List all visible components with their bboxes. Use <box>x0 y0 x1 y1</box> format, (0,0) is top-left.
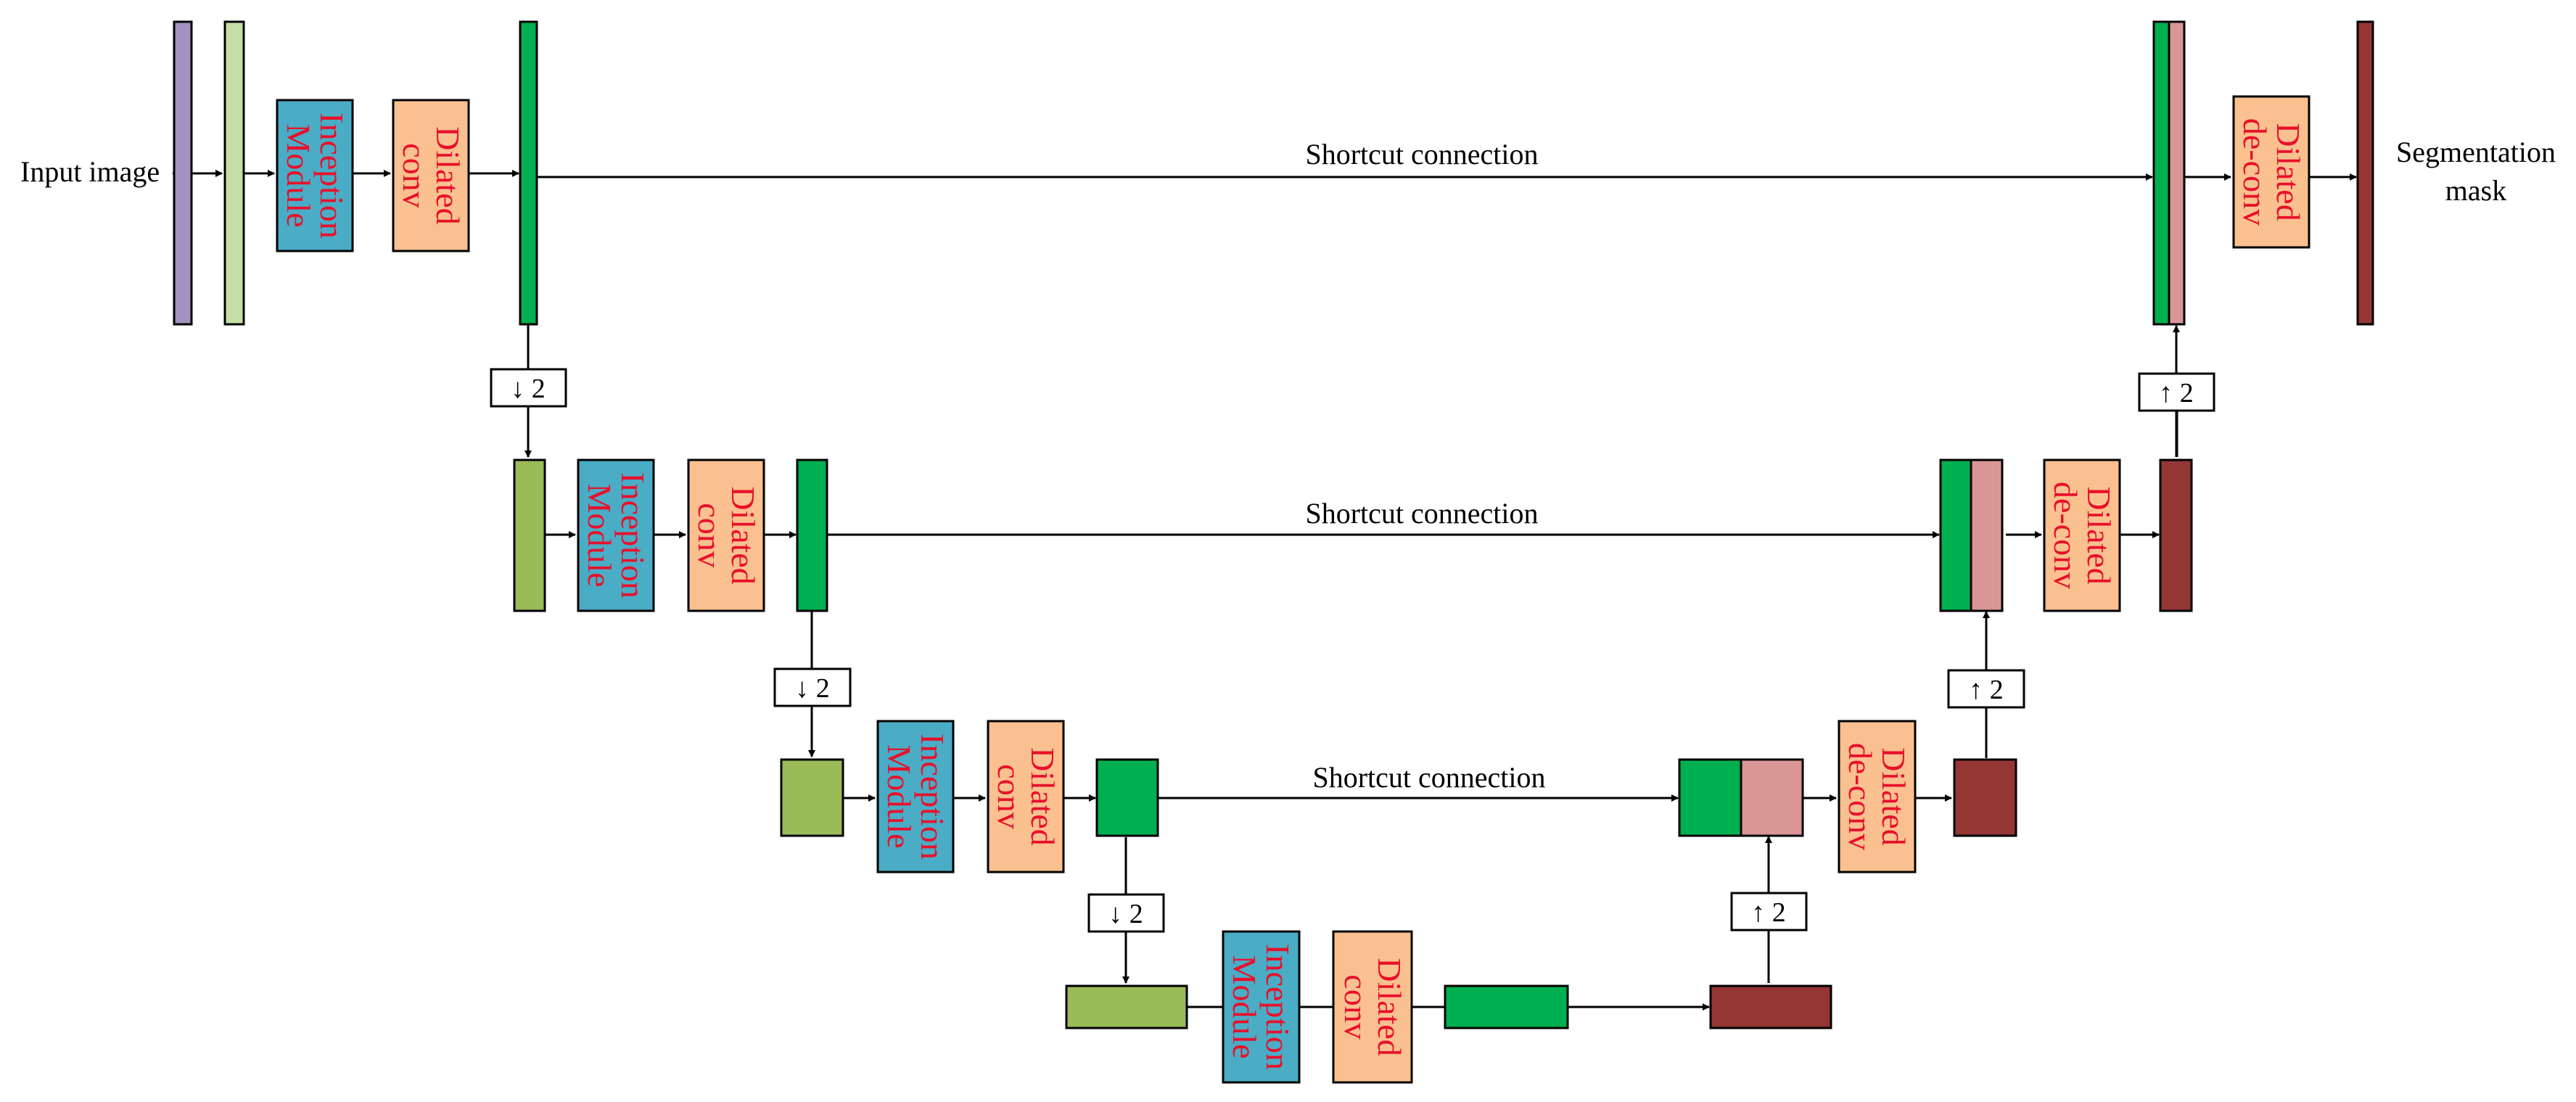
dilated-deconv-l2-label: Dilated de-conv <box>2047 482 2118 589</box>
inception-label-line2: Module <box>581 483 618 587</box>
deconv-label-line2: de-conv <box>1842 743 1879 850</box>
dilated-label-line1: Dilated <box>429 126 466 224</box>
downsample-label: ↓ 2 <box>511 374 546 404</box>
inception-label-line1: Inception <box>614 472 651 599</box>
inception-module-l4-label: Inception Module <box>1226 944 1296 1070</box>
stem-block <box>223 20 245 326</box>
segmentation-mask-label-line2: mask <box>2445 174 2506 207</box>
dilated-label-line1: Dilated <box>1371 958 1408 1056</box>
dilated-deconv-l1 <box>2232 95 2310 249</box>
connectors <box>173 170 2357 1011</box>
shortcut-label-l2: Shortcut connection <box>1305 497 1538 530</box>
upsample-badge-l2: ↑ 2 <box>2138 372 2215 412</box>
dilated-conv-l3 <box>987 720 1065 873</box>
dilated-conv-l3-label: Dilated conv <box>991 747 1061 845</box>
deconv-label-line2: de-conv <box>2236 118 2273 226</box>
deconv-label-line2: de-conv <box>2047 482 2084 589</box>
shortcut-label-l3: Shortcut connection <box>1312 761 1545 794</box>
upsample-badge-l3: ↑ 2 <box>1947 669 2025 709</box>
input-block <box>173 20 193 326</box>
dilated-deconv-l3-label: Dilated de-conv <box>1842 743 1912 850</box>
dilated-conv-l1 <box>392 99 470 252</box>
inception-label-line1: Inception <box>914 733 951 860</box>
concat-skip-l1 <box>2152 20 2170 326</box>
inception-label-line1: Inception <box>313 112 350 239</box>
concat-up-l3 <box>1740 758 1804 837</box>
bridge-block-l4 <box>1444 984 1569 1029</box>
dilated-label-line2: conv <box>991 764 1028 828</box>
dilated-conv-l4 <box>1332 930 1413 1084</box>
inception-label-line2: Module <box>280 123 317 227</box>
dilated-label-line2: conv <box>691 503 728 567</box>
inception-label-line2: Module <box>881 744 918 848</box>
inception-module-l3 <box>876 720 955 873</box>
upsample-label: ↑ 2 <box>2159 378 2194 408</box>
feature-block-l1 <box>519 20 538 326</box>
pool-block-l2 <box>513 459 546 612</box>
downsample-badge-l2: ↓ 2 <box>773 667 852 707</box>
inception-label-line1: Inception <box>1259 944 1296 1070</box>
segmentation-mask-label-line1: Segmentation <box>2396 136 2556 168</box>
concat-skip-l2 <box>1939 459 1972 612</box>
upsample-label: ↑ 2 <box>1751 897 1786 928</box>
upsample-label: ↑ 2 <box>1969 675 2004 705</box>
dilated-deconv-l2 <box>2043 459 2121 612</box>
inception-module-l2-label: Inception Module <box>581 472 651 599</box>
dilated-deconv-l3 <box>1838 720 1917 873</box>
dilated-conv-l4-label: Dilated conv <box>1338 958 1408 1056</box>
dilated-conv-l2-label: Dilated conv <box>691 486 762 584</box>
dilated-label-line1: Dilated <box>2081 486 2118 584</box>
inception-module-l3-label: Inception Module <box>881 733 951 860</box>
dilated-label-line1: Dilated <box>1875 747 1912 845</box>
up-block-l2 <box>2159 459 2193 612</box>
downsample-badge-l3: ↓ 2 <box>1087 893 1165 933</box>
downsample-label: ↓ 2 <box>795 673 830 704</box>
inception-module-l4 <box>1222 930 1301 1084</box>
shortcut-label-l1: Shortcut connection <box>1305 138 1538 170</box>
pool-block-l4 <box>1065 984 1188 1029</box>
pool-block-l3 <box>780 758 844 837</box>
inception-module-l2 <box>577 459 655 612</box>
input-image-label: Input image <box>20 155 160 188</box>
inception-module-l1 <box>276 99 354 252</box>
inception-module-l1-label: Inception Module <box>280 112 350 239</box>
up-block-l3 <box>1953 758 2017 837</box>
dilated-label-line1: Dilated <box>725 486 762 584</box>
dilated-conv-l1-label: Dilated conv <box>396 126 466 224</box>
dilated-conv-l2 <box>687 459 765 612</box>
dilated-label-line1: Dilated <box>2270 123 2307 221</box>
downsample-label: ↓ 2 <box>1108 899 1143 929</box>
concat-skip-l3 <box>1678 758 1742 837</box>
up-block-l4 <box>1709 984 1832 1029</box>
output-block <box>2356 20 2374 326</box>
dilated-label-line1: Dilated <box>1024 747 1061 845</box>
upsample-badge-l4: ↑ 2 <box>1730 892 1808 932</box>
feature-block-l2 <box>796 459 828 612</box>
dilated-deconv-l1-label: Dilated de-conv <box>2236 118 2307 226</box>
downsample-badge-l1: ↓ 2 <box>490 368 567 408</box>
dilated-label-line2: conv <box>1338 974 1375 1039</box>
dilated-label-line2: conv <box>396 143 433 207</box>
inception-label-line2: Module <box>1226 955 1263 1058</box>
concat-up-l2 <box>1970 459 2004 612</box>
concat-up-l1 <box>2168 20 2186 326</box>
feature-block-l3 <box>1095 758 1159 837</box>
